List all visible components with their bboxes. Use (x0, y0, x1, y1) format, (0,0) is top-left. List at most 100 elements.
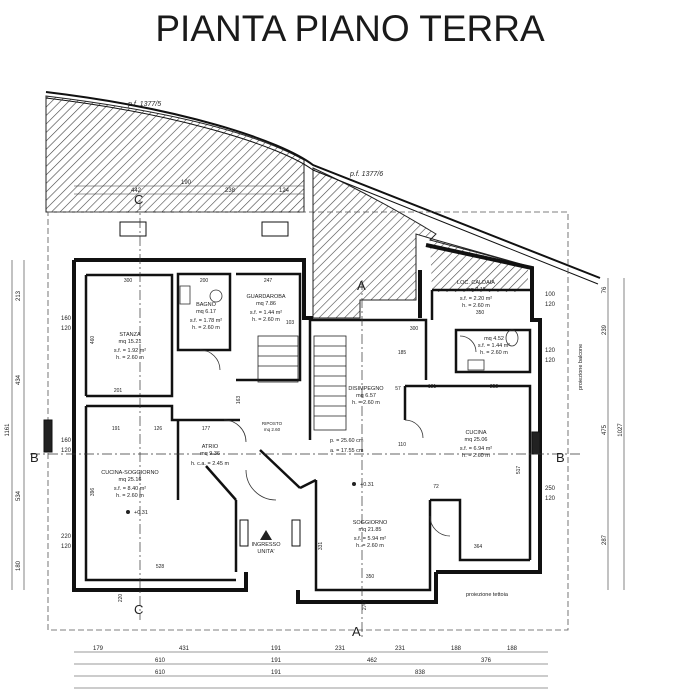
svg-text:213: 213 (16, 290, 22, 301)
svg-text:300: 300 (410, 326, 419, 332)
svg-text:57: 57 (395, 386, 401, 392)
svg-text:250: 250 (545, 486, 556, 492)
svg-text:103: 103 (286, 320, 295, 326)
svg-text:528: 528 (156, 564, 165, 570)
svg-text:120: 120 (545, 302, 556, 308)
svg-text:270: 270 (362, 602, 368, 611)
level-dot-left (126, 510, 130, 514)
room-cucina-soggiorno-sf: s.f. = 8.40 m² (114, 486, 146, 492)
svg-text:76: 76 (602, 286, 608, 293)
property-boundary-top-inner (45, 97, 599, 285)
room-disimpegno-h: h. = 2.60 m (352, 400, 380, 406)
svg-text:1027: 1027 (618, 423, 624, 437)
room-cucina-h: h. = 2.60 m (462, 453, 490, 459)
room-cucina-name: CUCINA (465, 430, 486, 436)
windows (43, 221, 541, 547)
svg-text:160: 160 (61, 438, 72, 444)
room-stanza-name: STANZA (119, 332, 141, 338)
dim-bottom-row3: 610 191 838 (155, 670, 426, 676)
svg-text:191: 191 (271, 646, 282, 652)
room-caldaia-name: LOC. CALDAIA (457, 280, 495, 286)
svg-text:120: 120 (61, 544, 72, 550)
room-bagno-h: h. = 2.60 m (192, 325, 220, 331)
room-bagno-name: BAGNO (196, 302, 217, 308)
projection-balcony-label: proiezione balcone (578, 344, 584, 390)
svg-text:231: 231 (335, 646, 346, 652)
room-atrio-name: ATRIO (202, 444, 219, 450)
svg-text:610: 610 (155, 658, 166, 664)
svg-text:177: 177 (202, 426, 211, 432)
property-boundary-top (45, 91, 601, 279)
section-a-top: A (357, 278, 366, 293)
room-guardaroba-area: mq 7.86 (256, 301, 276, 307)
dim-bottom-row2: 610 191 462 376 (155, 658, 492, 664)
room-labels: STANZA mq 15.21 s.f. = 1.92 m² h. = 2.60… (101, 280, 510, 549)
inner-walls (84, 272, 532, 592)
room-bagno-sf: s.f. = 1.78 m² (190, 318, 222, 324)
dimension-left (11, 260, 25, 590)
svg-text:350: 350 (366, 574, 375, 580)
svg-text:191: 191 (112, 426, 121, 432)
svg-text:120: 120 (61, 448, 72, 454)
svg-text:163: 163 (236, 396, 242, 405)
dim-left-values: 213 434 534 180 1161 160 120 160 120 220… (5, 290, 72, 571)
room-guardaroba-name: GUARDAROBA (246, 294, 285, 300)
svg-text:100: 100 (545, 292, 556, 298)
svg-text:191: 191 (271, 670, 282, 676)
room-cucina-sf: s.f. = 6.94 m² (460, 446, 492, 452)
svg-text:475: 475 (602, 424, 608, 435)
dimension-top (74, 185, 304, 195)
svg-text:462: 462 (367, 658, 378, 664)
dimension-bottom (74, 651, 548, 689)
parcel-label-1: p.f. 1377/5 (127, 101, 161, 108)
svg-text:220: 220 (61, 534, 72, 540)
plan-notes: p. = 25.60 cm a. = 17.55 cm INGRESSO UNI… (134, 344, 584, 598)
room-soggiorno-name: SOGGIORNO (353, 520, 388, 526)
room-wc-h: h. = 2.60 m (480, 350, 508, 356)
parcel-label-2: p.f. 1377/6 (349, 171, 383, 178)
level-dot-center (352, 482, 356, 486)
dim-bottom-row1: 179 431 191 231 231 188 188 (93, 646, 518, 652)
room-ripostiglio-name: RIPOSTO (262, 421, 283, 426)
entrance-arrow-icon (260, 530, 272, 540)
room-cucina-soggiorno-h: h. = 2.60 m (116, 493, 144, 499)
svg-text:350: 350 (476, 310, 485, 316)
room-wc-area: mq 4.52 (484, 336, 504, 342)
svg-text:160: 160 (61, 316, 72, 322)
svg-text:200: 200 (200, 278, 209, 284)
svg-text:220: 220 (118, 594, 124, 603)
room-cucina-soggiorno-area: mq 25.16 (119, 477, 142, 483)
svg-text:188: 188 (451, 646, 462, 652)
svg-text:110: 110 (398, 442, 406, 448)
section-c-bottom: C (134, 602, 143, 617)
room-disimpegno-area: mq 6.57 (356, 393, 376, 399)
page-title: PIANTA PIANO TERRA (155, 8, 545, 49)
room-stanza-h: h. = 2.60 m (116, 355, 144, 361)
room-caldaia-h: h. = 2.60 m (462, 303, 490, 309)
room-cucina-area: mq 25.06 (465, 437, 488, 443)
svg-text:252: 252 (490, 384, 499, 390)
door-swings (199, 335, 477, 537)
svg-text:180: 180 (16, 560, 22, 571)
svg-text:120: 120 (545, 348, 556, 354)
svg-text:1161: 1161 (5, 423, 11, 437)
outer-walls (72, 243, 542, 604)
dim-right-values: 76 239 475 287 1027 100 120 120 120 250 … (545, 286, 624, 545)
svg-text:120: 120 (545, 496, 556, 502)
svg-text:838: 838 (415, 670, 426, 676)
svg-text:300: 300 (124, 278, 133, 284)
stair-tread-note: p. = 25.60 cm (330, 438, 364, 444)
level-mark-center: +0.31 (360, 482, 374, 488)
dimension-right (607, 278, 625, 590)
section-lines (30, 200, 580, 640)
svg-text:396: 396 (90, 488, 96, 497)
section-b-right: B (556, 450, 565, 465)
section-c-top: C (134, 192, 143, 207)
section-b-left: B (30, 450, 39, 465)
dim-top-3: 124 (279, 188, 290, 194)
fixtures (179, 285, 519, 371)
svg-text:126: 126 (154, 426, 163, 432)
svg-text:188: 188 (507, 646, 518, 652)
room-guardaroba-h: h. = 2.60 m (252, 317, 280, 323)
